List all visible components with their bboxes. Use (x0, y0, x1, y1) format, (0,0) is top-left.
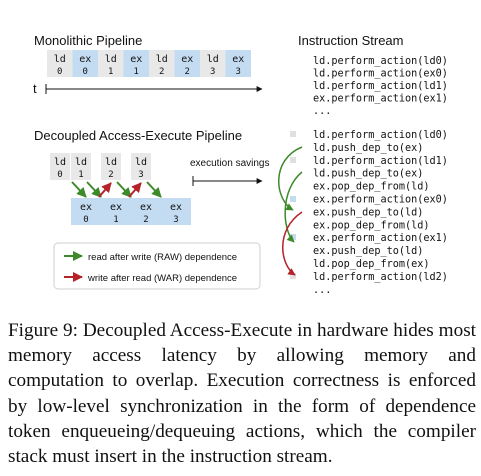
ld-marker (290, 131, 296, 137)
ex-cell-1: ex 1 (123, 50, 149, 77)
ld-cell-0: ld 0 (50, 153, 70, 180)
ld-cell-1: ld 1 (71, 153, 91, 180)
cell-index-label: 2 (108, 170, 113, 180)
cell-index-label: 1 (113, 215, 118, 225)
ex-cell-2: ex 2 (131, 198, 161, 225)
decoupled-title: Decoupled Access-Execute Pipeline (34, 128, 242, 143)
pipeline-diagram: Monolithic Pipeline ld0ex0ld1ex1ld2ex2ld… (33, 33, 448, 296)
cell-index-label: 2 (159, 67, 164, 77)
cell-index-label: 3 (138, 170, 143, 180)
cell-index-label: 3 (236, 67, 241, 77)
cell-op-label: ld (75, 157, 87, 168)
stream-line: ex.push_dep_to(ld) (313, 246, 423, 257)
cell-op-label: ex (232, 54, 244, 65)
raw-arrow (86, 181, 102, 198)
decoupled-ex-cells: ex 0 ex 1 ex 2 ex 3 (71, 198, 191, 225)
war-arrows (98, 182, 142, 198)
stream-line: ... (313, 106, 331, 117)
cell-op-label: ex (110, 202, 122, 213)
cell-op-label: ld (156, 54, 168, 65)
ex-cell-1: ex 1 (101, 198, 131, 225)
stream-line: ld.perform_action(ld1) (313, 156, 448, 167)
stream-line: ex.pop_dep_from(ld) (313, 220, 430, 231)
stream-line: ex.push_dep_to(ld) (313, 207, 423, 218)
stream-line: ex.perform_action(ex1) (313, 233, 448, 244)
stream-line: ... (313, 285, 331, 296)
stream-top-lines: ld.perform_action(ld0) ld.perform_action(… (313, 56, 448, 117)
cell-op-label: ld (54, 157, 66, 168)
cell-op-label: ex (80, 202, 92, 213)
savings-bracket (192, 176, 263, 186)
cell-index-label: 0 (57, 67, 62, 77)
cell-index-label: 1 (108, 67, 113, 77)
legend-raw-label: read after write (RAW) dependence (88, 252, 237, 263)
cell-index-label: 1 (78, 170, 83, 180)
ld-cell-1: ld 1 (98, 50, 124, 77)
decoupled-ld-cells: ld 0 ld 1 ld 2 ld 3 (50, 153, 151, 180)
legend-war-label: write after read (WAR) dependence (87, 273, 237, 284)
time-axis (45, 84, 263, 94)
raw-arrow (116, 181, 132, 198)
cell-index-label: 3 (210, 67, 215, 77)
monolithic-title: Monolithic Pipeline (34, 33, 142, 48)
ex-cell-3: ex 3 (161, 198, 191, 225)
cell-op-label: ex (181, 54, 193, 65)
stream-line: ld.perform_action(ex0) (313, 69, 448, 80)
stream-line: ld.perform_action(ld1) (313, 81, 448, 92)
ex-cell-2: ex 2 (174, 50, 200, 77)
cell-op-label: ex (170, 202, 182, 213)
stream-line: ld.perform_action(ld0) (313, 56, 448, 67)
savings-label: execution savings (190, 158, 270, 169)
stream-line: ld.push_dep_to(ex) (313, 169, 423, 180)
stream-line: ex.perform_action(ex1) (313, 94, 448, 105)
stream-title: Instruction Stream (298, 33, 404, 48)
ex-cell-0: ex 0 (72, 50, 98, 77)
cell-index-label: 1 (134, 67, 139, 77)
stream-line: ld.perform_action(ld2) (313, 272, 448, 283)
stream-line: ex.perform_action(ex0) (313, 195, 448, 206)
ld-cell-3: ld 3 (200, 50, 226, 77)
cell-op-label: ex (79, 54, 91, 65)
stream-war-arrow (282, 211, 303, 276)
stream-line: ld.push_dep_to(ex) (313, 143, 423, 154)
cell-index-label: 2 (143, 215, 148, 225)
cell-op-label: ld (207, 54, 219, 65)
ld-marker (290, 157, 296, 163)
ld-cell-0: ld 0 (47, 50, 73, 77)
cell-index-label: 2 (185, 67, 190, 77)
cell-op-label: ld (135, 157, 147, 168)
stream-raw-arrow (284, 171, 303, 243)
raw-arrow (146, 181, 162, 198)
raw-arrow (71, 181, 87, 198)
war-arrow (128, 182, 142, 198)
legend: read after write (RAW) dependence write … (53, 242, 261, 290)
cell-op-label: ld (105, 157, 117, 168)
stream-raw-arrow (278, 146, 303, 211)
ld-cell-3: ld 3 (131, 153, 151, 180)
stream-line: ld.perform_action(ld0) (313, 130, 448, 141)
ex-cell-0: ex 0 (71, 198, 101, 225)
cell-op-label: ex (140, 202, 152, 213)
cell-op-label: ld (105, 54, 117, 65)
cell-op-label: ex (130, 54, 142, 65)
cell-index-label: 0 (83, 215, 88, 225)
ld-cell-2: ld 2 (149, 50, 175, 77)
stream-line: ld.pop_dep_from(ex) (313, 259, 430, 270)
figure-caption: Figure 9: Decoupled Access-Execute in ha… (8, 320, 476, 468)
cell-index-label: 3 (173, 215, 178, 225)
stream-bottom-lines: ld.perform_action(ld0) ld.push_dep_to(ex)… (313, 130, 448, 296)
war-arrow (98, 182, 112, 198)
raw-arrows (71, 181, 162, 198)
time-label: t (33, 81, 37, 96)
stream-line: ex.pop_dep_from(ld) (313, 182, 430, 193)
cell-op-label: ld (54, 54, 66, 65)
cell-index-label: 0 (57, 170, 62, 180)
cell-index-label: 0 (83, 67, 88, 77)
ld-cell-2: ld 2 (101, 153, 121, 180)
monolithic-cells: ld 0 ex 0 ld 1 ex 1 ld 2 ex 2 ld 3 ex 3 (47, 50, 251, 77)
ex-cell-3: ex 3 (225, 50, 251, 77)
ld-marker (290, 273, 296, 279)
ex-marker (290, 196, 296, 202)
